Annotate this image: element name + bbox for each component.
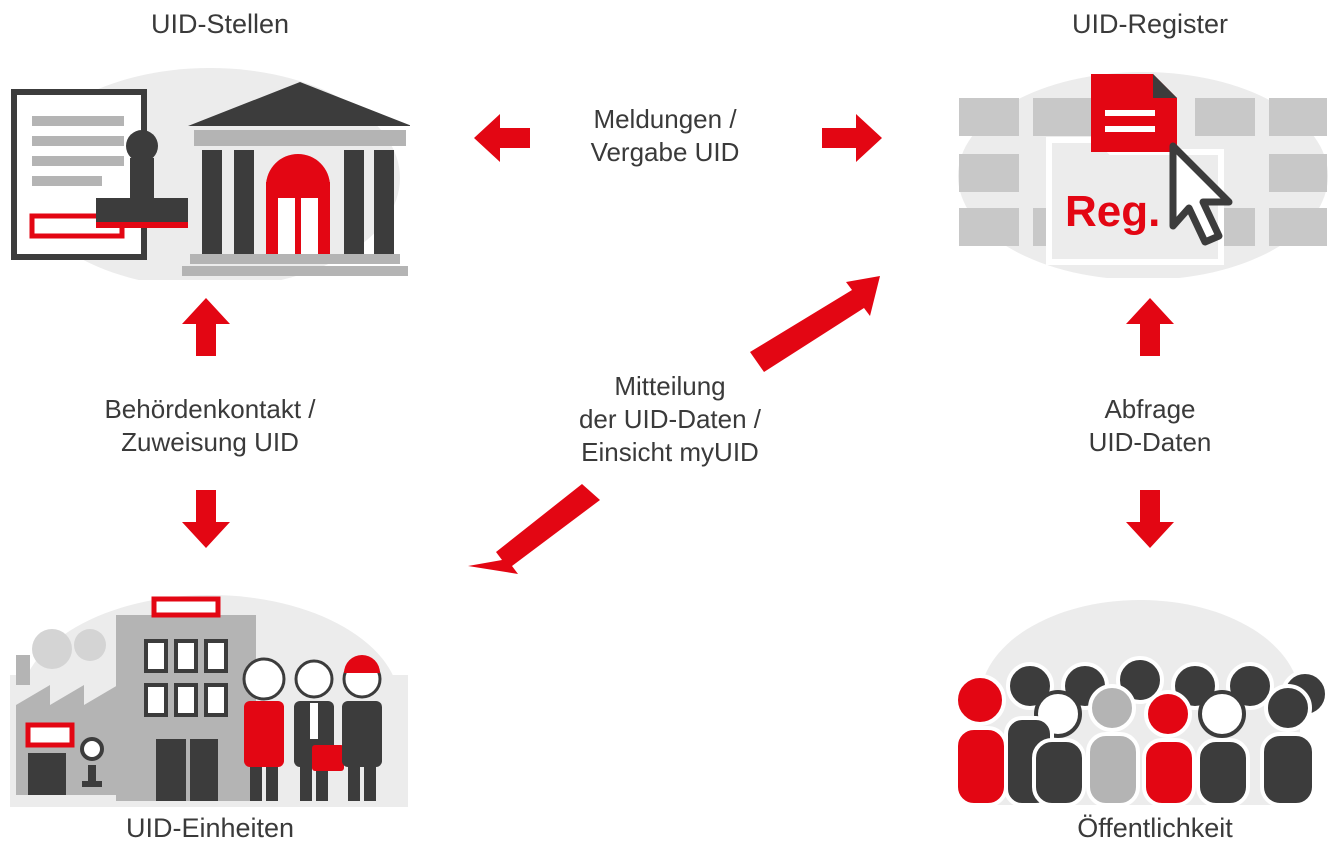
crowd-of-people-icon [954,600,1329,805]
edge-label-line: Einsicht myUID [581,437,759,467]
arrow-up-icon [1126,298,1174,356]
arrow-down-icon [182,490,230,548]
edge-label-behoerdenkontakt: Behördenkontakt / Zuweisung UID [70,393,350,459]
node-title-oeffentlichkeit: Öffentlichkeit [1077,813,1233,843]
edge-label-line: Zuweisung UID [121,427,299,457]
arrow-left-icon [474,114,530,162]
authority-building-with-stamp-icon [11,68,410,280]
edge-label-meldungen: Meldungen / Vergabe UID [555,103,775,169]
companies-and-workers-icon [10,595,408,807]
node-title-uid-register: UID-Register [1071,9,1229,39]
edge-label-line: Mitteilung [614,371,726,401]
node-uid-einheiten [10,585,410,807]
edge-label-line: Vergabe UID [590,137,740,167]
node-title-uid-stellen: UID-Stellen [150,9,290,39]
node-oeffentlichkeit [950,590,1330,805]
edge-label-line: der UID-Daten / [578,404,762,434]
arrow-diagonal-up-right-icon [750,276,880,372]
edge-label-line: UID-Daten [1088,427,1212,457]
arrow-down-icon [1126,490,1174,548]
arrow-up-icon [182,298,230,356]
node-uid-register: Reg. [955,58,1330,278]
edge-label-line: Meldungen / [593,104,737,134]
arrow-right-icon [822,114,882,162]
edge-label-line: Behördenkontakt / [104,394,316,424]
edge-label-mitteilung: Mitteilung der UID-Daten / Einsicht myUI… [545,370,795,469]
edge-label-line: Abfrage [1104,394,1196,424]
edge-label-abfrage: Abfrage UID-Daten [1040,393,1260,459]
node-uid-stellen [10,58,410,280]
register-folders-with-cursor-icon: Reg. [958,72,1328,278]
arrow-diagonal-down-left-icon [468,484,600,574]
register-badge-text: Reg. [1065,187,1160,236]
node-title-uid-einheiten: UID-Einheiten [125,813,295,843]
